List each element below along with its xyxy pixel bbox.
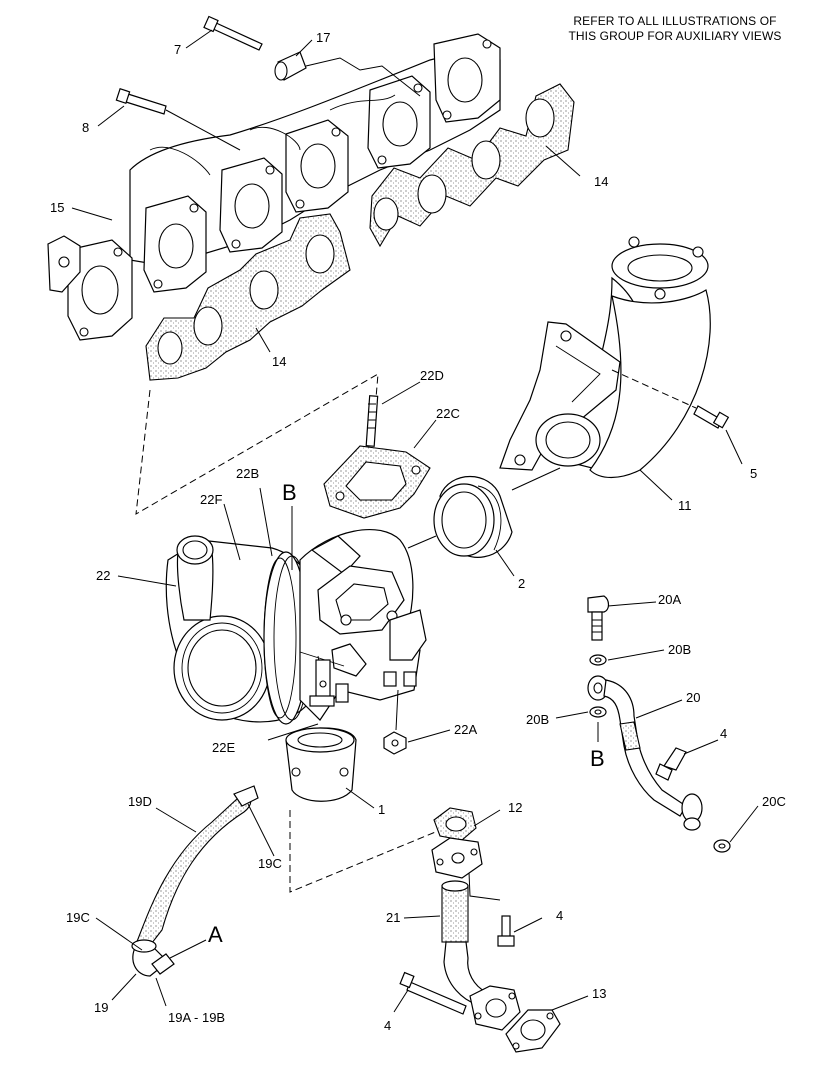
manifold-flange-3 bbox=[285, 119, 349, 213]
manifold-flange-1 bbox=[433, 33, 501, 123]
bolt-4-middle bbox=[497, 915, 515, 947]
auxiliary-views-note: REFER TO ALL ILLUSTRATIONS OF THIS GROUP… bbox=[540, 14, 810, 44]
label-4-oil-line: 4 bbox=[720, 726, 727, 741]
nut-22a bbox=[383, 731, 407, 755]
gasket-13 bbox=[505, 1009, 561, 1053]
bolt-7 bbox=[203, 15, 263, 51]
oil-drain-adapter-1 bbox=[285, 727, 357, 802]
label-17: 17 bbox=[316, 30, 330, 45]
manifold-flange-4 bbox=[219, 157, 283, 253]
label-22c: 22C bbox=[436, 406, 460, 421]
stud-22d bbox=[365, 395, 379, 447]
turbocharger-22 bbox=[165, 529, 427, 725]
exhaust-manifold-15 bbox=[47, 33, 501, 341]
label-12: 12 bbox=[508, 800, 522, 815]
label-1: 1 bbox=[378, 802, 385, 817]
gasket-12 bbox=[433, 807, 477, 841]
oil-supply-line-20 bbox=[587, 675, 703, 823]
manifold-outlet-flange bbox=[67, 239, 133, 341]
label-20c: 20C bbox=[762, 794, 786, 809]
label-20b-lower: 20B bbox=[526, 712, 549, 727]
label-11: 11 bbox=[678, 498, 692, 513]
label-5: 5 bbox=[750, 466, 757, 481]
label-20: 20 bbox=[686, 690, 700, 705]
label-21: 21 bbox=[386, 910, 400, 925]
label-2: 2 bbox=[518, 576, 525, 591]
bolt-4-oil-line bbox=[655, 747, 687, 781]
spacer-17 bbox=[274, 51, 307, 81]
label-22f: 22F bbox=[200, 492, 222, 507]
manifold-flange-2 bbox=[367, 75, 431, 169]
label-19c-lower: 19C bbox=[66, 910, 90, 925]
label-22a: 22A bbox=[454, 722, 477, 737]
label-14-lower: 14 bbox=[272, 354, 286, 369]
note-line-1: REFER TO ALL ILLUSTRATIONS OF bbox=[573, 14, 777, 28]
label-4-middle: 4 bbox=[556, 908, 563, 923]
label-15: 15 bbox=[50, 200, 64, 215]
drain-flange bbox=[431, 837, 483, 879]
manifold-gasket-14-upper bbox=[369, 83, 575, 248]
label-a: A bbox=[208, 922, 223, 947]
bolt-4-bottom bbox=[399, 971, 467, 1015]
label-22b: 22B bbox=[236, 466, 259, 481]
label-19c-upper: 19C bbox=[258, 856, 282, 871]
manifold-gasket-14-lower bbox=[145, 213, 351, 381]
bolt-8 bbox=[115, 87, 167, 115]
label-20b-upper: 20B bbox=[668, 642, 691, 657]
label-7: 7 bbox=[174, 42, 181, 57]
callout-labels: 7 17 8 15 14 14 22D 22C 22B 22F 22 B 2 1… bbox=[50, 30, 786, 1033]
drain-tube-21 bbox=[441, 880, 487, 1005]
clamp-ring-2 bbox=[433, 475, 513, 558]
leader-lines bbox=[71, 29, 759, 1013]
label-19: 19 bbox=[94, 1000, 108, 1015]
turbo-gasket-22c bbox=[323, 445, 431, 519]
washer-20b-lower bbox=[589, 706, 607, 718]
label-22d: 22D bbox=[420, 368, 444, 383]
label-22e: 22E bbox=[212, 740, 235, 755]
label-19d: 19D bbox=[128, 794, 152, 809]
label-14-upper: 14 bbox=[594, 174, 608, 189]
label-19a-19b: 19A - 19B bbox=[168, 1010, 225, 1025]
label-b-turbo: B bbox=[282, 480, 297, 505]
washer-20b-upper bbox=[589, 654, 607, 666]
support-bracket bbox=[499, 321, 621, 471]
fitting-20c bbox=[683, 817, 731, 853]
banjo-bolt-20a bbox=[587, 595, 610, 641]
manifold-flange-5 bbox=[143, 195, 207, 293]
label-20a: 20A bbox=[658, 592, 681, 607]
bolt-5 bbox=[693, 405, 730, 429]
label-4-bottom: 4 bbox=[384, 1018, 391, 1033]
label-b-oil-line: B bbox=[590, 746, 605, 771]
label-8: 8 bbox=[82, 120, 89, 135]
label-22: 22 bbox=[96, 568, 110, 583]
oil-hose-19 bbox=[131, 785, 259, 977]
label-13: 13 bbox=[592, 986, 606, 1001]
flange-13 bbox=[469, 985, 521, 1031]
note-line-2: THIS GROUP FOR AUXILIARY VIEWS bbox=[568, 29, 782, 43]
